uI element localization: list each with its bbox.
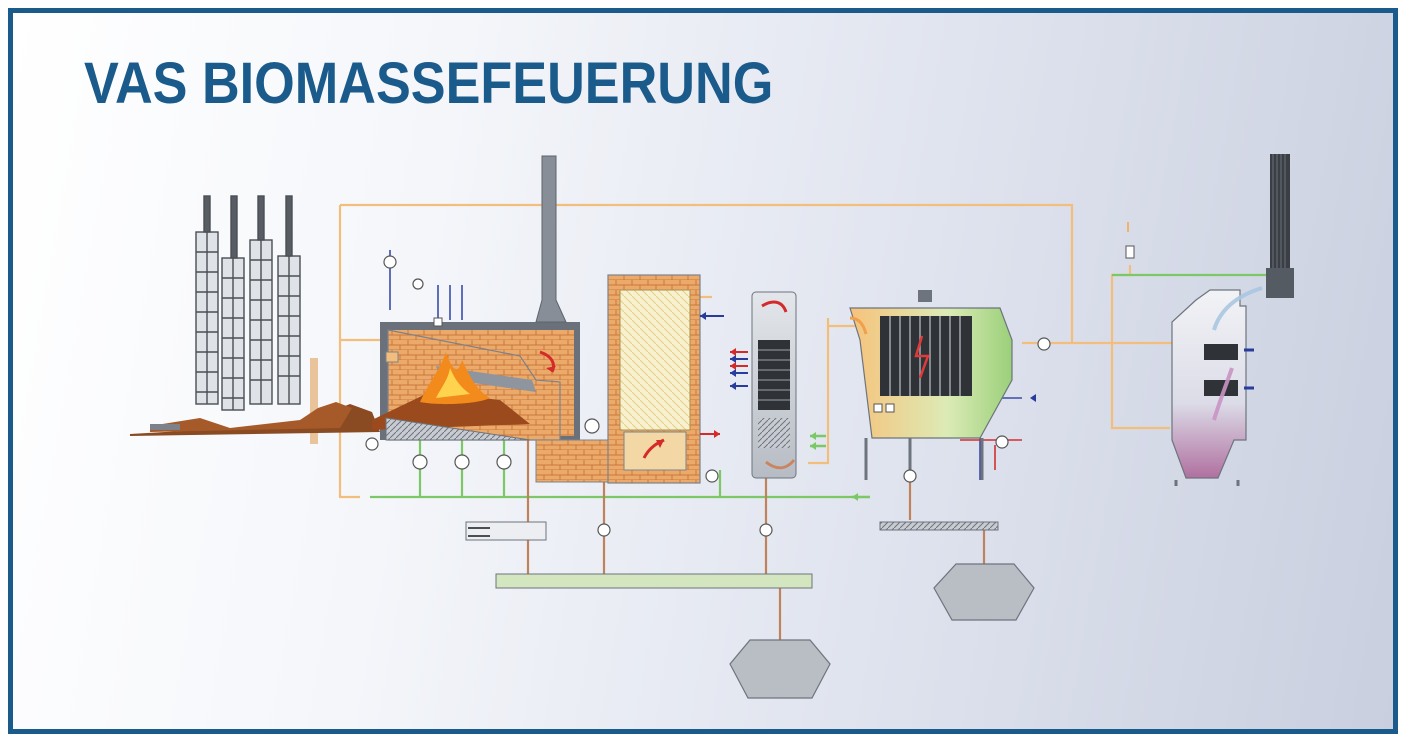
ash-system: [465, 469, 1035, 699]
fuel-bed: [372, 392, 530, 430]
pump-icon: [705, 469, 719, 483]
air-fan-icon: [412, 454, 428, 470]
storage-silos: [195, 195, 318, 444]
ash-container-filter: [933, 563, 1035, 621]
furnace-grate: [365, 255, 580, 470]
voltage-icon: [914, 335, 930, 379]
gauge-icon: [412, 278, 424, 290]
valve-icon: [759, 523, 773, 537]
ash-conveyor: [495, 573, 813, 589]
air-fan-icon: [454, 454, 470, 470]
flue-gas-condenser: [1171, 286, 1263, 486]
ash-bin-icon: [729, 639, 831, 699]
pump-icon: [995, 435, 1009, 449]
feed-pole: [310, 358, 318, 444]
electrostatic-filter: [849, 290, 1051, 531]
gauge-icon: [383, 255, 397, 269]
ignition-fan-icon: [365, 437, 379, 451]
fuel-feed-conveyor: [130, 402, 380, 436]
ash-bin-icon: [933, 563, 1035, 621]
diagram-title: VAS BIOMASSEFEUERUNG: [84, 51, 774, 116]
exhaust-stack: [1125, 154, 1294, 298]
boiler-drum: [535, 274, 701, 484]
chimney-icon: [535, 155, 567, 323]
ash-container-main: [729, 639, 831, 699]
boiler-chimney: [535, 155, 567, 323]
valve-icon: [597, 523, 611, 537]
silo-stack-icon: [195, 195, 301, 411]
water-arrows: [700, 312, 870, 501]
air-fan-icon: [496, 454, 512, 470]
heat-exchanger: [700, 291, 870, 501]
gauge-icon: [584, 418, 600, 434]
fan-icon: [1037, 337, 1051, 351]
valve-icon: [903, 469, 917, 483]
